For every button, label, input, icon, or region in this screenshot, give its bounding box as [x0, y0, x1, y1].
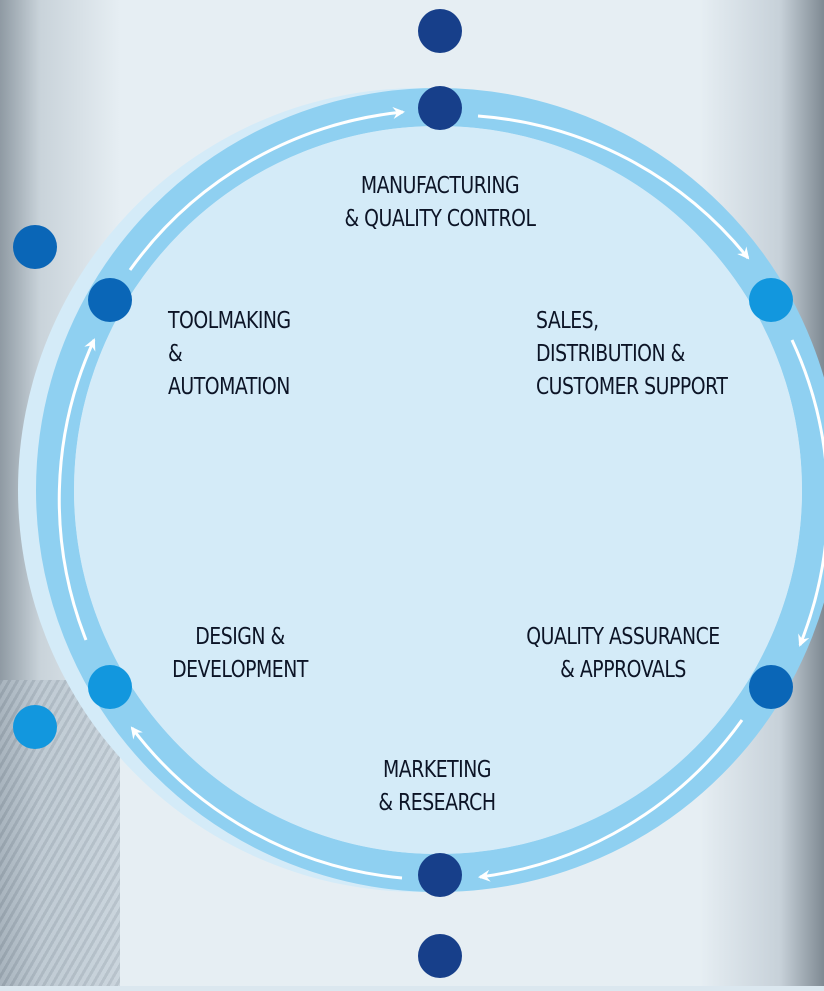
node-upper-left — [88, 278, 132, 322]
node-lower-right — [749, 665, 793, 709]
node-top — [418, 86, 462, 130]
arrow-top-left — [128, 107, 405, 271]
label-design-development: DESIGN & DEVELOPMENT — [172, 624, 308, 683]
arrow-bottom-right — [478, 719, 744, 882]
arrow-top-right — [477, 114, 750, 260]
outer-node-top — [418, 9, 462, 53]
label-marketing-research: MARKETING & RESEARCH — [378, 757, 496, 816]
arrow-left — [57, 338, 96, 641]
node-lower-left — [88, 665, 132, 709]
label-quality-assurance-approvals: QUALITY ASSURANCE & APPROVALS — [526, 624, 720, 683]
outer-node-bottom — [418, 934, 462, 978]
inner-fill — [74, 126, 802, 854]
outer-node-left-lower — [13, 705, 57, 749]
node-bottom — [418, 853, 462, 897]
label-sales-distribution-support: SALES, DISTRIBUTION & CUSTOMER SUPPORT — [536, 308, 728, 400]
label-toolmaking-automation: TOOLMAKING & AUTOMATION — [168, 308, 291, 400]
outer-node-left-upper — [13, 225, 57, 269]
arrow-right — [790, 339, 824, 647]
node-upper-right — [749, 278, 793, 322]
label-manufacturing-quality-control: MANUFACTURING & QUALITY CONTROL — [344, 173, 536, 232]
arrow-bottom-left — [130, 726, 403, 880]
